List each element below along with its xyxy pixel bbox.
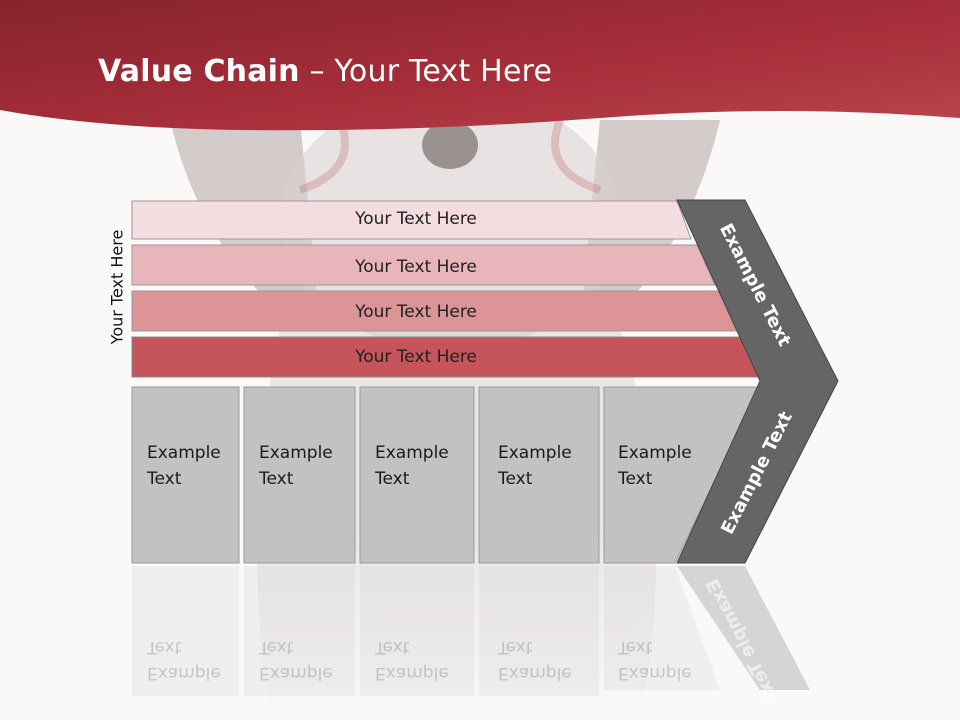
box-5 [603, 386, 761, 564]
box-4-line2: Text [498, 469, 533, 489]
box-4-line1: Example [498, 443, 572, 463]
box-2-line1: Example [259, 443, 333, 463]
box-4 [478, 386, 600, 564]
box-3-line1: Example [375, 443, 449, 463]
box-3 [359, 386, 475, 564]
box-4-reflect-line1: Example [498, 663, 572, 683]
box-1-line2: Text [147, 469, 182, 489]
box-reflection-4: Example Text [498, 634, 598, 686]
box-4-reflect-line2: Text [498, 637, 533, 657]
box-5-reflect-line1: Example [618, 663, 692, 683]
box-5-line1: Example [618, 443, 692, 463]
box-reflection-1: Example Text [147, 634, 247, 686]
box-reflection-5: Example Text [618, 634, 718, 686]
title-banner [0, 0, 960, 131]
box-5-line2: Text [618, 469, 653, 489]
row-label-4: Your Text Here [355, 347, 477, 367]
chevron-reflection [677, 566, 810, 690]
box-2-reflect-line1: Example [259, 663, 333, 683]
row-bar-2 [131, 244, 716, 286]
box-5-reflect-line2: Text [618, 637, 653, 657]
row-label-3: Your Text Here [355, 302, 477, 322]
box-2 [243, 386, 356, 564]
box-reflection-2: Example Text [259, 634, 359, 686]
box-2-line2: Text [259, 469, 294, 489]
box-3-reflect-line2: Text [375, 637, 410, 657]
chevron-arrow [676, 199, 839, 564]
page-title: Value Chain – Your Text Here [98, 54, 552, 89]
box-2-reflect-line2: Text [259, 637, 294, 657]
box-1-reflect-line2: Text [147, 637, 182, 657]
row-bar-1 [131, 200, 692, 240]
box-reflections [132, 566, 720, 696]
row-label-1: Your Text Here [355, 209, 477, 229]
box-1-line1: Example [147, 443, 221, 463]
box-3-line2: Text [375, 469, 410, 489]
box-reflection-3: Example Text [375, 634, 475, 686]
box-1 [131, 386, 240, 564]
box-1-reflect-line1: Example [147, 663, 221, 683]
title-rest: – Your Text Here [299, 54, 553, 89]
row-label-2: Your Text Here [355, 257, 477, 277]
title-bold: Value Chain [98, 54, 300, 89]
box-3-reflect-line1: Example [375, 663, 449, 683]
